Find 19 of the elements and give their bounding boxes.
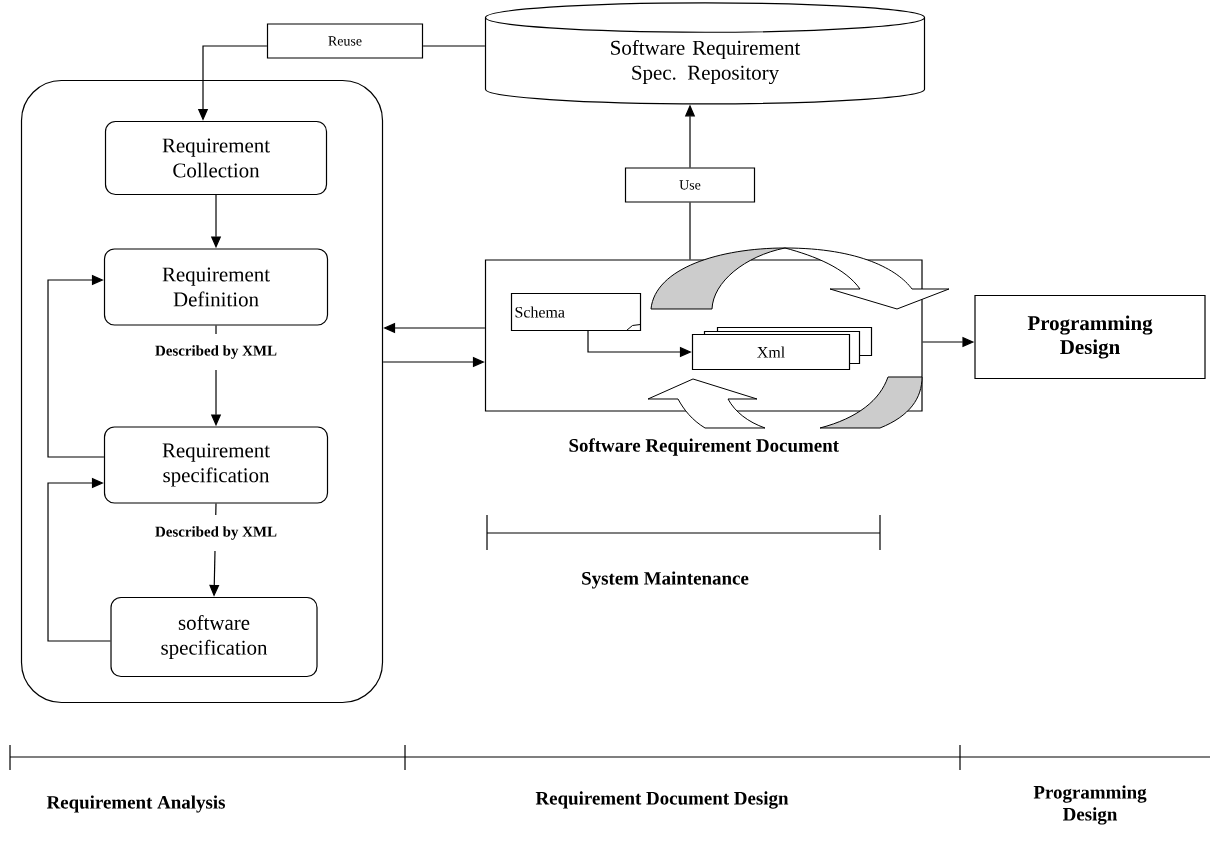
phase-label: Requirement Analysis: [46, 795, 225, 813]
process-box: Programming Design: [974, 294, 1206, 380]
rounded-frame: [20, 79, 384, 704]
edge-label: Described by XML: [153, 515, 279, 551]
process-box: Requirement Definition: [103, 248, 329, 326]
phase-label: System Maintenance: [582, 571, 749, 589]
edge-label: Described by XML: [153, 334, 279, 370]
stacked-documents: Xml: [691, 326, 873, 371]
phase-label: Programming Design: [1033, 785, 1147, 825]
process-box: software specification: [110, 596, 318, 678]
box-heading: Software Requirement Document: [569, 438, 839, 456]
arrow: [47, 477, 111, 642]
label-box: Reuse: [266, 23, 424, 59]
phase-label: Requirement Document Design: [535, 791, 789, 809]
process-box: Requirement specification: [103, 426, 329, 504]
arrow: [47, 274, 105, 458]
label-box: Use: [624, 167, 756, 203]
database-cylinder: Software Requirement Spec. Repository: [484, 2, 926, 105]
process-box: Requirement Collection: [104, 120, 328, 196]
